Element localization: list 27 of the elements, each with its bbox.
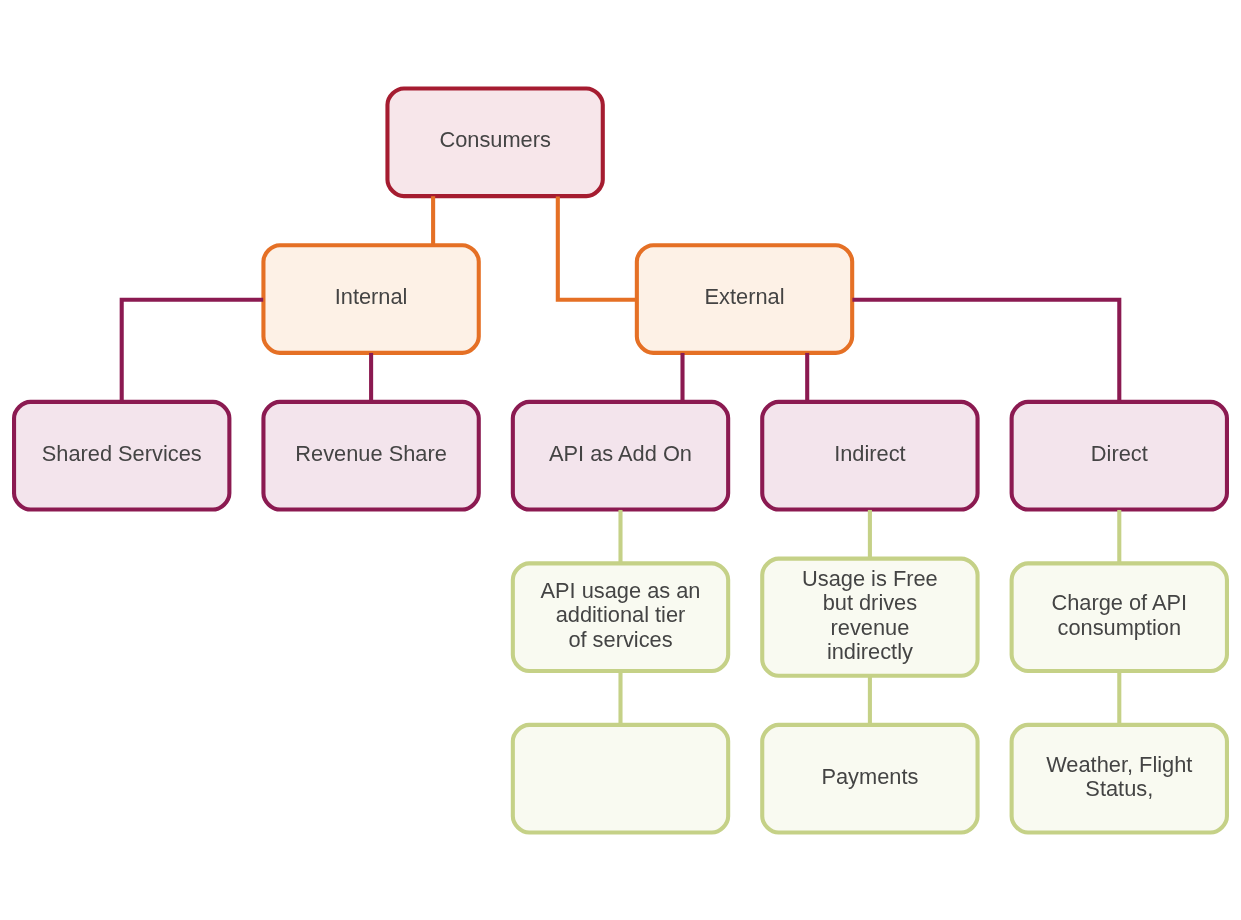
connector <box>680 352 685 402</box>
connector <box>1117 670 1122 724</box>
connector <box>119 297 264 402</box>
connector <box>852 297 1122 402</box>
node-box: Revenue Share <box>261 399 481 512</box>
node-box: Direct <box>1009 399 1229 512</box>
node-box: Consumers <box>385 85 605 198</box>
node-box: Internal <box>261 242 481 355</box>
connector <box>867 509 872 558</box>
connector <box>867 675 872 725</box>
connector <box>618 670 623 724</box>
node-box: Payments <box>760 722 980 835</box>
node-box: Charge of API consumption <box>1009 560 1229 673</box>
connector <box>805 352 810 402</box>
connector <box>431 195 436 245</box>
connector <box>369 352 374 402</box>
node-box: Weather, Flight Status, <box>1009 722 1229 835</box>
connector <box>618 509 623 563</box>
node-box: External <box>634 242 855 355</box>
node-box: API usage as an additional tier of services <box>510 560 731 673</box>
node-box: Indirect <box>760 399 980 512</box>
node-box <box>510 722 731 835</box>
connector <box>555 195 637 302</box>
node-box: Usage is Free but drives revenue indirectly <box>760 556 980 678</box>
node-box: Shared Services <box>12 399 232 512</box>
node-box: API as Add On <box>510 399 731 512</box>
connector <box>1117 509 1122 563</box>
